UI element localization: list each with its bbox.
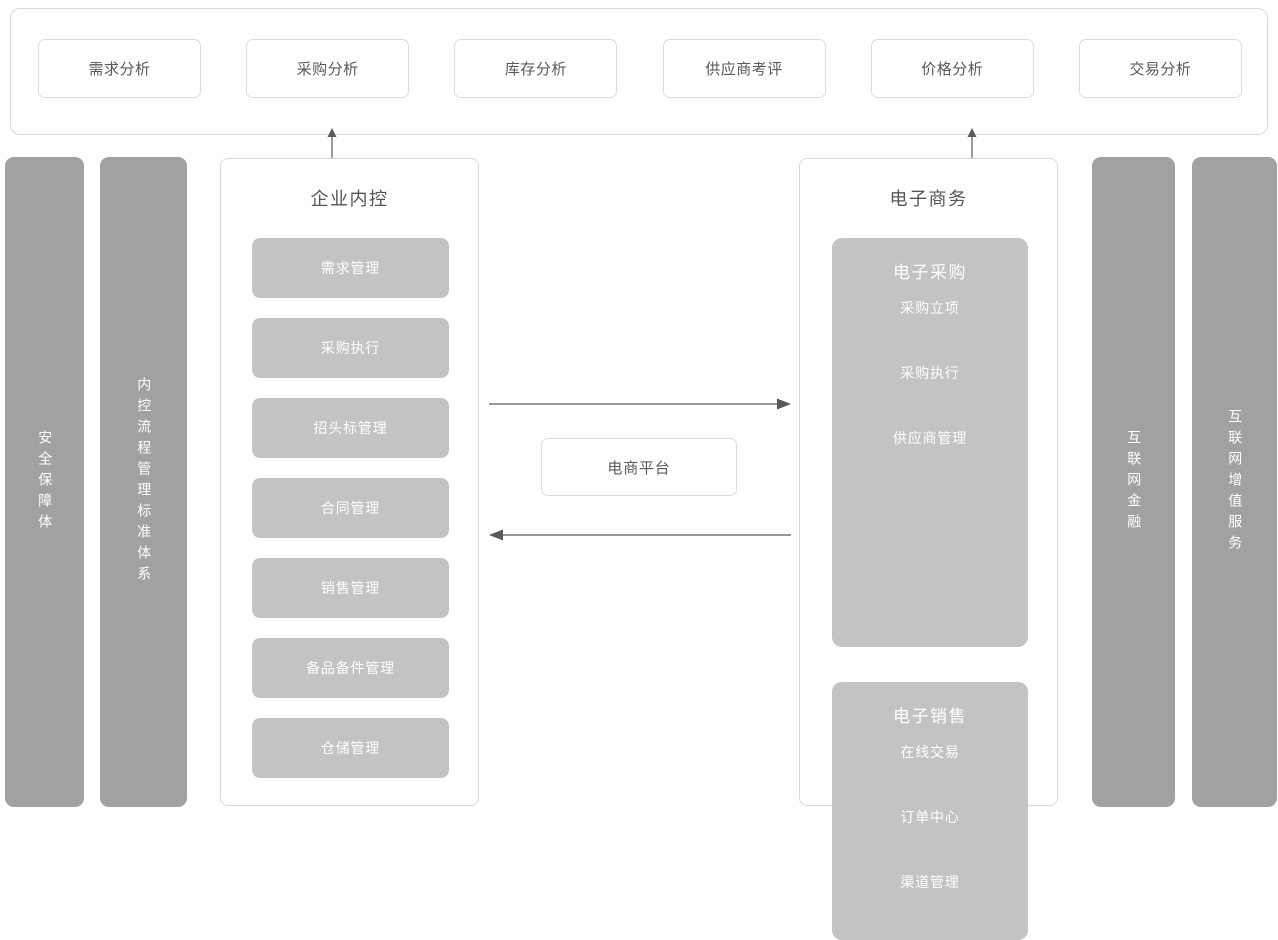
internal-control-item-label: 销售管理 <box>320 580 381 596</box>
side-bar-standards-label: 内控流程管理标准体系 <box>136 377 153 587</box>
arrow-left-to-internal-control-icon <box>489 529 791 541</box>
side-bar-security: 安全保障体 <box>5 157 84 807</box>
ecommerce-platform-card[interactable]: 电商平台 <box>541 438 737 496</box>
side-bar-internet-value-added-services-label: 互联网增值服务 <box>1227 408 1244 556</box>
ecommerce-title: 电子商务 <box>889 189 968 209</box>
side-bar-internet-finance-label: 互联网金融 <box>1126 429 1143 535</box>
internal-control-item-label: 合同管理 <box>320 500 381 516</box>
ecommerce-item-label: 在线交易 <box>900 744 960 760</box>
side-bar-internet-finance: 互联网金融 <box>1092 157 1175 807</box>
internal-control-item-contract-management[interactable]: 合同管理 <box>252 478 449 538</box>
analytics-bar: 需求分析 采购分析 库存分析 供应商考评 价格分析 交易分析 <box>10 8 1268 135</box>
analytics-card-label: 库存分析 <box>504 61 567 78</box>
ecommerce-item-order-center[interactable]: 订单中心 <box>832 807 1028 827</box>
analytics-card-list: 需求分析 采购分析 库存分析 供应商考评 价格分析 交易分析 <box>38 39 1242 98</box>
ecommerce-item-label: 采购执行 <box>900 365 960 381</box>
ecommerce-group-e-procurement[interactable]: 电子采购 采购立项 采购执行 供应商管理 <box>832 238 1028 647</box>
ecommerce-group-e-sales[interactable]: 电子销售 在线交易 订单中心 渠道管理 <box>832 682 1028 940</box>
analytics-card-price[interactable]: 价格分析 <box>870 39 1034 98</box>
arrow-up-right-icon <box>967 128 977 158</box>
arrow-right-to-ecommerce-icon <box>489 398 791 410</box>
analytics-card-label: 采购分析 <box>296 61 359 78</box>
ecommerce-group-item-list: 在线交易 订单中心 渠道管理 <box>832 742 1028 892</box>
analytics-card-transaction[interactable]: 交易分析 <box>1078 39 1242 98</box>
analytics-card-inventory[interactable]: 库存分析 <box>454 39 618 98</box>
ecommerce-group-item-list: 采购立项 采购执行 供应商管理 <box>832 298 1028 448</box>
internal-control-item-bidding-management[interactable]: 招头标管理 <box>252 398 449 458</box>
ecommerce-group-title: 电子销售 <box>893 707 967 726</box>
analytics-card-demand[interactable]: 需求分析 <box>38 39 201 98</box>
analytics-card-label: 供应商考评 <box>705 61 783 78</box>
side-bar-security-label: 安全保障体 <box>37 429 54 535</box>
ecommerce-item-procurement-initiation[interactable]: 采购立项 <box>832 298 1028 318</box>
analytics-card-procurement[interactable]: 采购分析 <box>246 39 410 98</box>
internal-control-title: 企业内控 <box>310 189 389 209</box>
internal-control-item-procurement-execution[interactable]: 采购执行 <box>252 318 449 378</box>
side-bar-internet-value-added-services: 互联网增值服务 <box>1192 157 1277 807</box>
internal-control-item-label: 需求管理 <box>320 260 381 276</box>
analytics-card-supplier-evaluation[interactable]: 供应商考评 <box>662 39 826 98</box>
internal-control-item-sales-management[interactable]: 销售管理 <box>252 558 449 618</box>
side-bar-standards: 内控流程管理标准体系 <box>100 157 187 807</box>
arrow-up-left-icon <box>327 128 337 158</box>
analytics-card-label: 需求分析 <box>88 61 151 78</box>
internal-control-item-label: 仓储管理 <box>320 740 381 756</box>
ecommerce-panel: 电子商务 电子采购 采购立项 采购执行 供应商管理 电子销售 在线交易 订单中心 <box>799 158 1058 940</box>
internal-control-item-list: 需求管理 采购执行 招头标管理 合同管理 销售管理 备品备件管理 仓储管理 <box>252 238 449 778</box>
internal-control-item-demand-management[interactable]: 需求管理 <box>252 238 449 298</box>
ecommerce-item-supplier-management[interactable]: 供应商管理 <box>832 428 1028 448</box>
internal-control-item-label: 招头标管理 <box>313 420 388 436</box>
internal-control-item-spare-parts-management[interactable]: 备品备件管理 <box>252 638 449 698</box>
ecommerce-item-label: 渠道管理 <box>900 874 960 890</box>
internal-control-item-label: 采购执行 <box>320 340 381 356</box>
ecommerce-item-label: 订单中心 <box>900 809 960 825</box>
ecommerce-platform-label: 电商平台 <box>607 459 671 477</box>
ecommerce-item-channel-management[interactable]: 渠道管理 <box>832 872 1028 892</box>
ecommerce-item-label: 采购立项 <box>900 300 960 316</box>
ecommerce-group-title: 电子采购 <box>893 263 967 282</box>
ecommerce-item-online-trading[interactable]: 在线交易 <box>832 742 1028 762</box>
analytics-card-label: 交易分析 <box>1129 61 1192 78</box>
internal-control-panel: 企业内控 需求管理 采购执行 招头标管理 合同管理 销售管理 备品备件管理 仓储… <box>220 158 479 806</box>
analytics-card-label: 价格分析 <box>921 61 984 78</box>
internal-control-item-warehouse-management[interactable]: 仓储管理 <box>252 718 449 778</box>
ecommerce-item-procurement-execution[interactable]: 采购执行 <box>832 363 1028 383</box>
internal-control-item-label: 备品备件管理 <box>306 660 395 676</box>
ecommerce-item-label: 供应商管理 <box>893 430 967 446</box>
